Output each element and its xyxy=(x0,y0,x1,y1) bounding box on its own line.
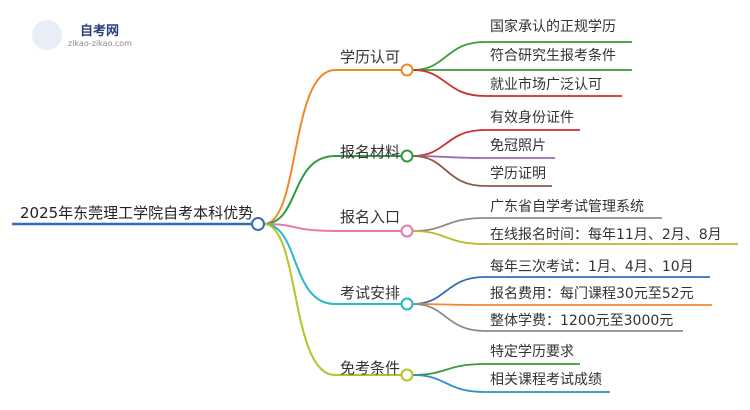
branch-node-5 xyxy=(400,368,414,382)
branch-connector-1 xyxy=(263,69,336,225)
branch-node-4 xyxy=(400,297,414,311)
branch-node-2 xyxy=(400,149,414,163)
leaf-label-4-3: 整体学费：1200元至3000元 xyxy=(490,313,674,329)
branch-connector-3 xyxy=(263,223,336,232)
leaf-connector-4-1 xyxy=(412,276,486,305)
branch-label-5: 免考条件 xyxy=(340,359,401,377)
branch-connector-4 xyxy=(263,223,336,305)
logo-name: 自考网 xyxy=(80,24,120,39)
leaf-label-1-2: 符合研究生报考条件 xyxy=(490,48,616,64)
logo-icon xyxy=(32,20,62,50)
leaf-label-1-3: 就业市场广泛认可 xyxy=(490,77,602,93)
branch-connector-2 xyxy=(263,155,336,225)
leaf-label-3-1: 广东省自学考试管理系统 xyxy=(490,199,644,215)
leaf-connector-5-2 xyxy=(412,374,486,393)
root-node xyxy=(251,217,265,231)
branch-connector-5 xyxy=(263,223,336,376)
branch-label-4: 考试安排 xyxy=(340,284,401,302)
leaf-label-2-2: 免冠照片 xyxy=(490,138,546,154)
leaf-connector-4-3 xyxy=(412,303,486,332)
branch-node-1 xyxy=(400,63,414,77)
branch-label-1: 学历认可 xyxy=(340,48,401,66)
leaf-label-3-2: 在线报名时间：每年11月、2月、8月 xyxy=(490,227,722,243)
branch-label-2: 报名材料 xyxy=(340,143,401,161)
leaf-connector-1-1 xyxy=(412,41,486,71)
branch-node-3 xyxy=(400,224,414,238)
branch-label-3: 报名入口 xyxy=(340,208,401,226)
leaf-label-4-1: 每年三次考试：1月、4月、10月 xyxy=(490,259,694,275)
leaf-label-5-2: 相关课程考试成绩 xyxy=(490,372,602,388)
leaf-connector-2-3 xyxy=(412,155,486,187)
leaf-connector-3-1 xyxy=(412,217,486,232)
leaf-connector-3-2 xyxy=(412,230,486,245)
leaf-connector-1-3 xyxy=(412,69,486,97)
leaf-label-2-1: 有效身份证件 xyxy=(490,110,574,126)
leaf-label-4-2: 报名费用：每门课程30元至52元 xyxy=(490,286,694,302)
leaf-label-5-1: 特定学历要求 xyxy=(490,344,574,360)
leaf-connector-5-1 xyxy=(412,363,486,376)
leaf-label-1-1: 国家承认的正规学历 xyxy=(490,19,616,35)
root-label: 2025年东莞理工学院自考本科优势 xyxy=(20,204,254,222)
logo-url: zikao-zikao.com xyxy=(68,39,132,48)
leaf-label-2-3: 学历证明 xyxy=(490,166,546,182)
leaf-connector-2-1 xyxy=(412,129,486,157)
